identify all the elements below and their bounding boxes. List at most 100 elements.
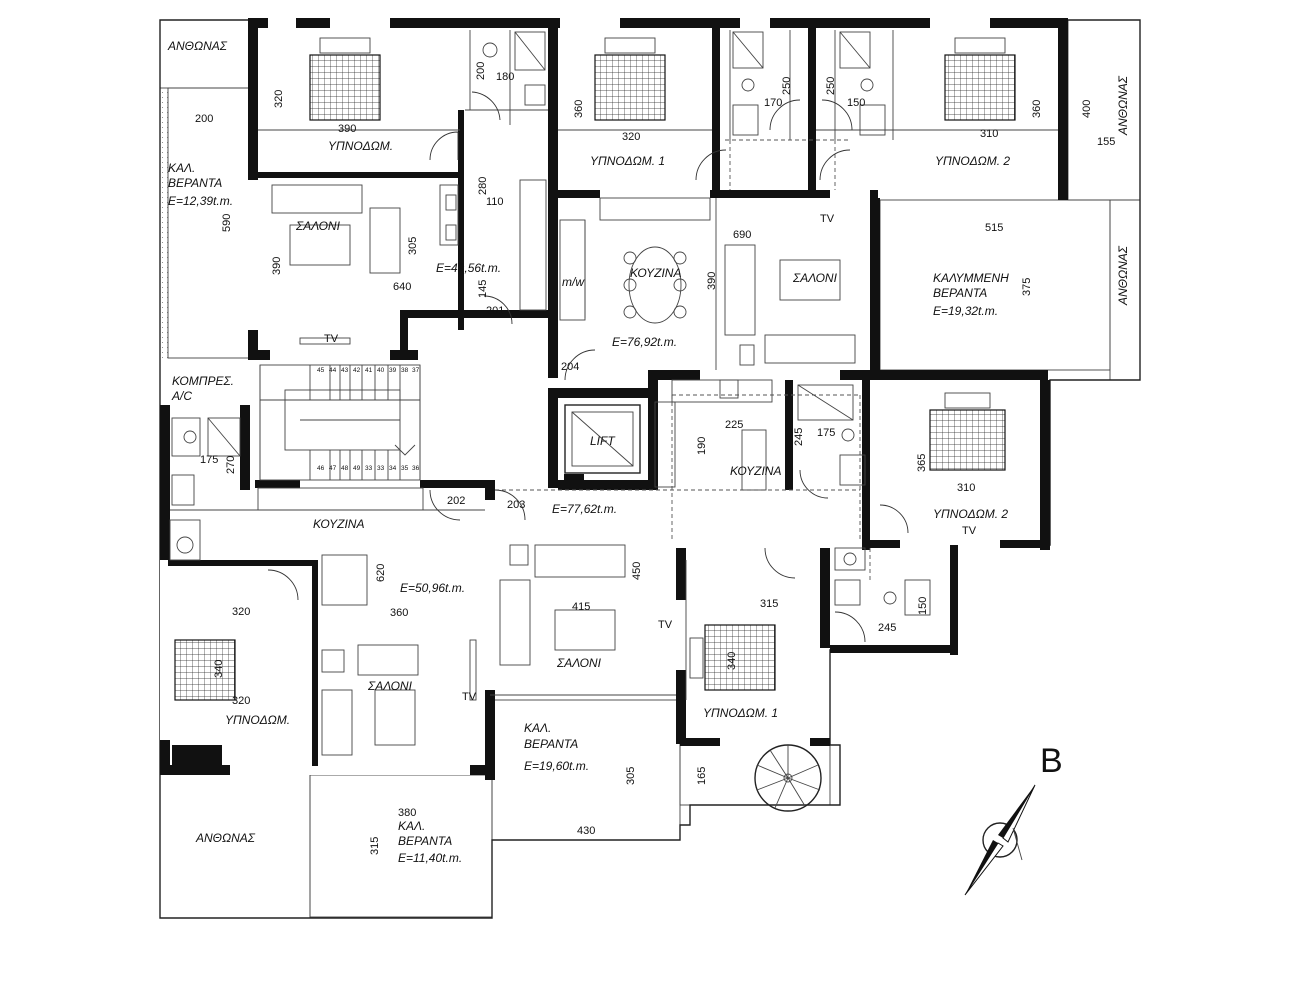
door-203: 203 (507, 499, 525, 511)
stair-num: 49 (353, 465, 361, 472)
dim-190: 190 (696, 437, 708, 455)
dim-165: 165 (696, 767, 708, 785)
dim-150-a: 150 (847, 97, 865, 109)
dim-320-c: 320 (232, 606, 250, 618)
dim-250-b: 250 (825, 77, 837, 95)
dim-430: 430 (577, 825, 595, 837)
label-bed-sw: ΥΠΝΟΔΩΜ. (225, 713, 290, 727)
dim-690: 690 (733, 229, 751, 241)
compass-icon (964, 784, 1036, 896)
dim-340-a: 340 (213, 660, 225, 678)
stair-num: 38 (401, 367, 409, 374)
stair-num: 40 (377, 367, 385, 374)
label-bed1-n: ΥΠΝΟΔΩΜ. 1 (590, 154, 665, 168)
bed-nw (309, 54, 381, 121)
planter-w-strip (160, 88, 168, 358)
dim-170: 170 (764, 97, 782, 109)
dim-360-a: 360 (573, 100, 585, 118)
dim-390-b: 390 (271, 257, 283, 275)
dim-315-b: 315 (369, 837, 381, 855)
dim-400: 400 (1081, 100, 1093, 118)
label-bed2-ne: ΥΠΝΟΔΩΜ. 2 (935, 154, 1010, 168)
label-bed-nw: ΥΠΝΟΔΩΜ. (328, 139, 393, 153)
label-anthonas-ne1: ΑΝΘΩΝΑΣ (1116, 75, 1130, 136)
label-kitchen-n: ΚΟΥΖΙΝΑ (630, 266, 681, 280)
label-veranda-s-area: Ε=19,60t.m. (524, 759, 589, 773)
dim-305-a: 305 (407, 237, 419, 255)
label-anthonas-ne2: ΑΝΘΩΝΑΣ (1116, 245, 1130, 306)
bed-n2 (944, 54, 1016, 121)
room-labels: B ΑΝΘΩΝΑΣ ΥΠΝΟΔΩΜ. ΚΑΛ. ΒΕΡΑΝΤΑ Ε=12,39t… (167, 39, 1130, 865)
stair-num: 34 (389, 465, 397, 472)
dim-360-b: 360 (1031, 100, 1043, 118)
door-numbers: 201 202 203 204 (447, 305, 579, 511)
label-tv-4: TV (658, 619, 673, 631)
label-veranda-ne-title: ΚΑΛΥΜΜΕΝΗ (933, 271, 1009, 285)
dim-320-d: 320 (232, 695, 250, 707)
dim-155: 155 (1097, 136, 1115, 148)
dim-515: 515 (985, 222, 1003, 234)
dim-315-a: 315 (760, 598, 778, 610)
stair-num: 43 (341, 367, 349, 374)
bed-e2 (929, 409, 1006, 471)
label-veranda-ne-area: Ε=19,32t.m. (933, 304, 998, 318)
lift-shaft (564, 404, 641, 480)
dim-640: 640 (393, 281, 411, 293)
stair-num: 47 (329, 465, 337, 472)
stair-num: 42 (353, 367, 361, 374)
label-anthonas-nw: ΑΝΘΩΝΑΣ (167, 39, 228, 53)
dim-365: 365 (916, 454, 928, 472)
spiral-stair (754, 744, 822, 812)
dim-175-a: 175 (817, 427, 835, 439)
label-kitchen-e: ΚΟΥΖΙΝΑ (730, 464, 781, 478)
stair-num: 35 (401, 465, 409, 472)
dim-360-c: 360 (390, 607, 408, 619)
dim-390-a: 390 (338, 123, 356, 135)
label-veranda-s-sub: ΒΕΡΑΝΤΑ (524, 737, 578, 751)
dim-150-b: 150 (917, 597, 929, 615)
bed-se1 (704, 624, 776, 691)
label-salon-nw: ΣΑΛΟΝΙ (295, 219, 341, 233)
door-swings (267, 91, 909, 643)
stair-num: 33 (365, 465, 373, 472)
label-veranda-w-sub: ΒΕΡΑΝΤΑ (168, 176, 222, 190)
door-204: 204 (561, 361, 579, 373)
dim-245-b: 245 (878, 622, 896, 634)
dim-380: 380 (398, 807, 416, 819)
staircase (259, 364, 421, 481)
dim-415: 415 (572, 601, 590, 613)
label-veranda-sw-sub: ΒΕΡΑΝΤΑ (398, 834, 452, 848)
label-tv-2: TV (820, 213, 835, 225)
dim-320-a: 320 (273, 90, 285, 108)
stair-num: 44 (329, 367, 337, 374)
dim-270: 270 (225, 456, 237, 474)
label-area-nw: Ε=49,56t.m. (436, 261, 501, 275)
furniture (169, 179, 856, 756)
label-veranda-sw-title: ΚΑΛ. (398, 819, 425, 833)
dim-620: 620 (375, 564, 387, 582)
label-salon-e: ΣΑΛΟΝΙ (556, 656, 602, 670)
veranda-west (167, 87, 251, 359)
north-letter: B (1040, 742, 1063, 780)
dim-305-b: 305 (625, 767, 637, 785)
label-bed2-e: ΥΠΝΟΔΩΜ. 2 (933, 507, 1008, 521)
stair-num: 48 (341, 465, 349, 472)
dim-175-b: 175 (200, 454, 218, 466)
dim-310-a: 310 (980, 128, 998, 140)
door-201: 201 (486, 305, 504, 317)
beds (174, 37, 1016, 701)
dimension-labels: 200 320 390 200 180 280 110 305 390 640 … (195, 62, 1115, 855)
bathrooms (171, 31, 931, 616)
label-salon-sw: ΣΑΛΟΝΙ (367, 679, 413, 693)
label-salon-n: ΣΑΛΟΝΙ (792, 271, 838, 285)
label-tv-5: TV (462, 691, 477, 703)
label-veranda-s-title: ΚΑΛ. (524, 721, 551, 735)
label-lift: LIFT (590, 434, 616, 448)
label-veranda-sw-area: Ε=11,40t.m. (398, 851, 462, 865)
dim-280: 280 (477, 177, 489, 195)
label-compressor-1: ΚΟΜΠΡΕΣ. (172, 374, 234, 388)
dim-340-b: 340 (726, 652, 738, 670)
dim-250-a: 250 (781, 77, 793, 95)
stair-num: 39 (389, 367, 397, 374)
dim-320-b: 320 (622, 131, 640, 143)
